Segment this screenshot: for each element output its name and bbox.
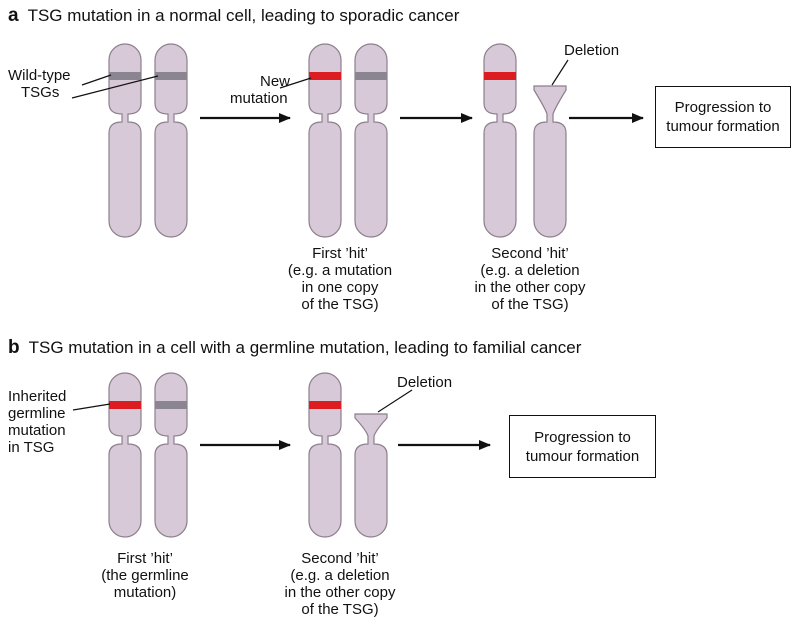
deleted-chromosome [354, 413, 388, 538]
inherited-mutation-label: Inherited germline mutation in TSG [8, 388, 66, 456]
deleted-chromosome [533, 85, 567, 238]
panel-a-title: TSG mutation in a normal cell, leading t… [27, 6, 460, 25]
caption-line: in the other copy [474, 279, 586, 296]
chromosome [154, 43, 188, 238]
panel-a-deletion-label: Deletion [564, 42, 620, 59]
mutant-tsg-band [484, 72, 516, 80]
caption-line: (the germline [101, 567, 189, 584]
panel-a-heading: a TSG mutation in a normal cell, leading … [8, 6, 459, 26]
leader-line [81, 74, 112, 86]
mutant-tsg-band [309, 401, 341, 409]
chromosome [108, 43, 142, 238]
panel-b-outcome-box: Progression to tumour formation [509, 415, 656, 478]
chromosome [308, 43, 342, 238]
panel-a-letter: a [8, 5, 19, 26]
chromosome [108, 372, 142, 538]
caption-line: First ’hit’ [312, 245, 368, 262]
caption-line: mutation) [113, 584, 177, 601]
wild-type-tsgs-label: TSGs [21, 84, 60, 101]
chromosome [154, 372, 188, 538]
panel-a-first-hit-caption: First ’hit’ (e.g. a mutation in one copy… [275, 245, 405, 313]
panel-a-outcome-line1: Progression to [674, 99, 772, 116]
label-line: Inherited [8, 388, 67, 405]
wild-type-label: Wild-type [8, 67, 71, 84]
caption-line: in the other copy [284, 584, 396, 601]
panel-b-heading: b TSG mutation in a cell with a germline … [8, 338, 581, 358]
leader-line [377, 389, 413, 413]
caption-line: Second ’hit’ [491, 245, 569, 262]
caption-line: (e.g. a deletion [480, 262, 580, 279]
panel-b-first-hit-caption: First ’hit’ (the germline mutation) [90, 550, 200, 601]
panel-b-outcome-line1: Progression to [534, 428, 631, 446]
caption-line: (e.g. a mutation [287, 262, 393, 279]
wild-type-tsg-band [109, 72, 141, 80]
mutant-tsg-band [309, 72, 341, 80]
leader-line [71, 75, 159, 99]
panel-b-title: TSG mutation in a cell with a germline m… [28, 338, 582, 357]
label-line: in TSG [8, 439, 55, 456]
leader-line [72, 403, 111, 411]
new-mutation-label-line2: mutation [230, 90, 288, 107]
caption-line: of the TSG) [301, 601, 379, 618]
panel-a-second-hit-caption: Second ’hit’ (e.g. a deletion in the oth… [455, 245, 605, 313]
label-line: germline [8, 405, 66, 422]
leader-line [279, 77, 312, 89]
panel-a-outcome-box: Progression to tumour formation [655, 86, 791, 148]
chromosome [483, 43, 517, 238]
wild-type-tsg-band [155, 401, 187, 409]
caption-line: Second ’hit’ [301, 550, 379, 567]
leader-line [551, 59, 569, 86]
mutant-tsg-band [109, 401, 141, 409]
caption-line: of the TSG) [301, 296, 379, 313]
chromosome [308, 372, 342, 538]
label-line: mutation [8, 422, 66, 439]
wild-type-tsg-band [355, 72, 387, 80]
panel-a-outcome-line2: tumour formation [666, 118, 780, 135]
panel-b-second-hit-caption: Second ’hit’ (e.g. a deletion in the oth… [265, 550, 415, 618]
panel-b-deletion-label: Deletion [397, 374, 453, 391]
chromosome [354, 43, 388, 238]
panel-b-outcome-line2: tumour formation [525, 447, 640, 465]
panel-b-letter: b [8, 337, 20, 358]
caption-line: First ’hit’ [117, 550, 173, 567]
caption-line: of the TSG) [491, 296, 569, 313]
caption-line: (e.g. a deletion [290, 567, 390, 584]
caption-line: in one copy [301, 279, 379, 296]
wild-type-tsg-band [155, 72, 187, 80]
new-mutation-label-line1: New [259, 73, 290, 90]
